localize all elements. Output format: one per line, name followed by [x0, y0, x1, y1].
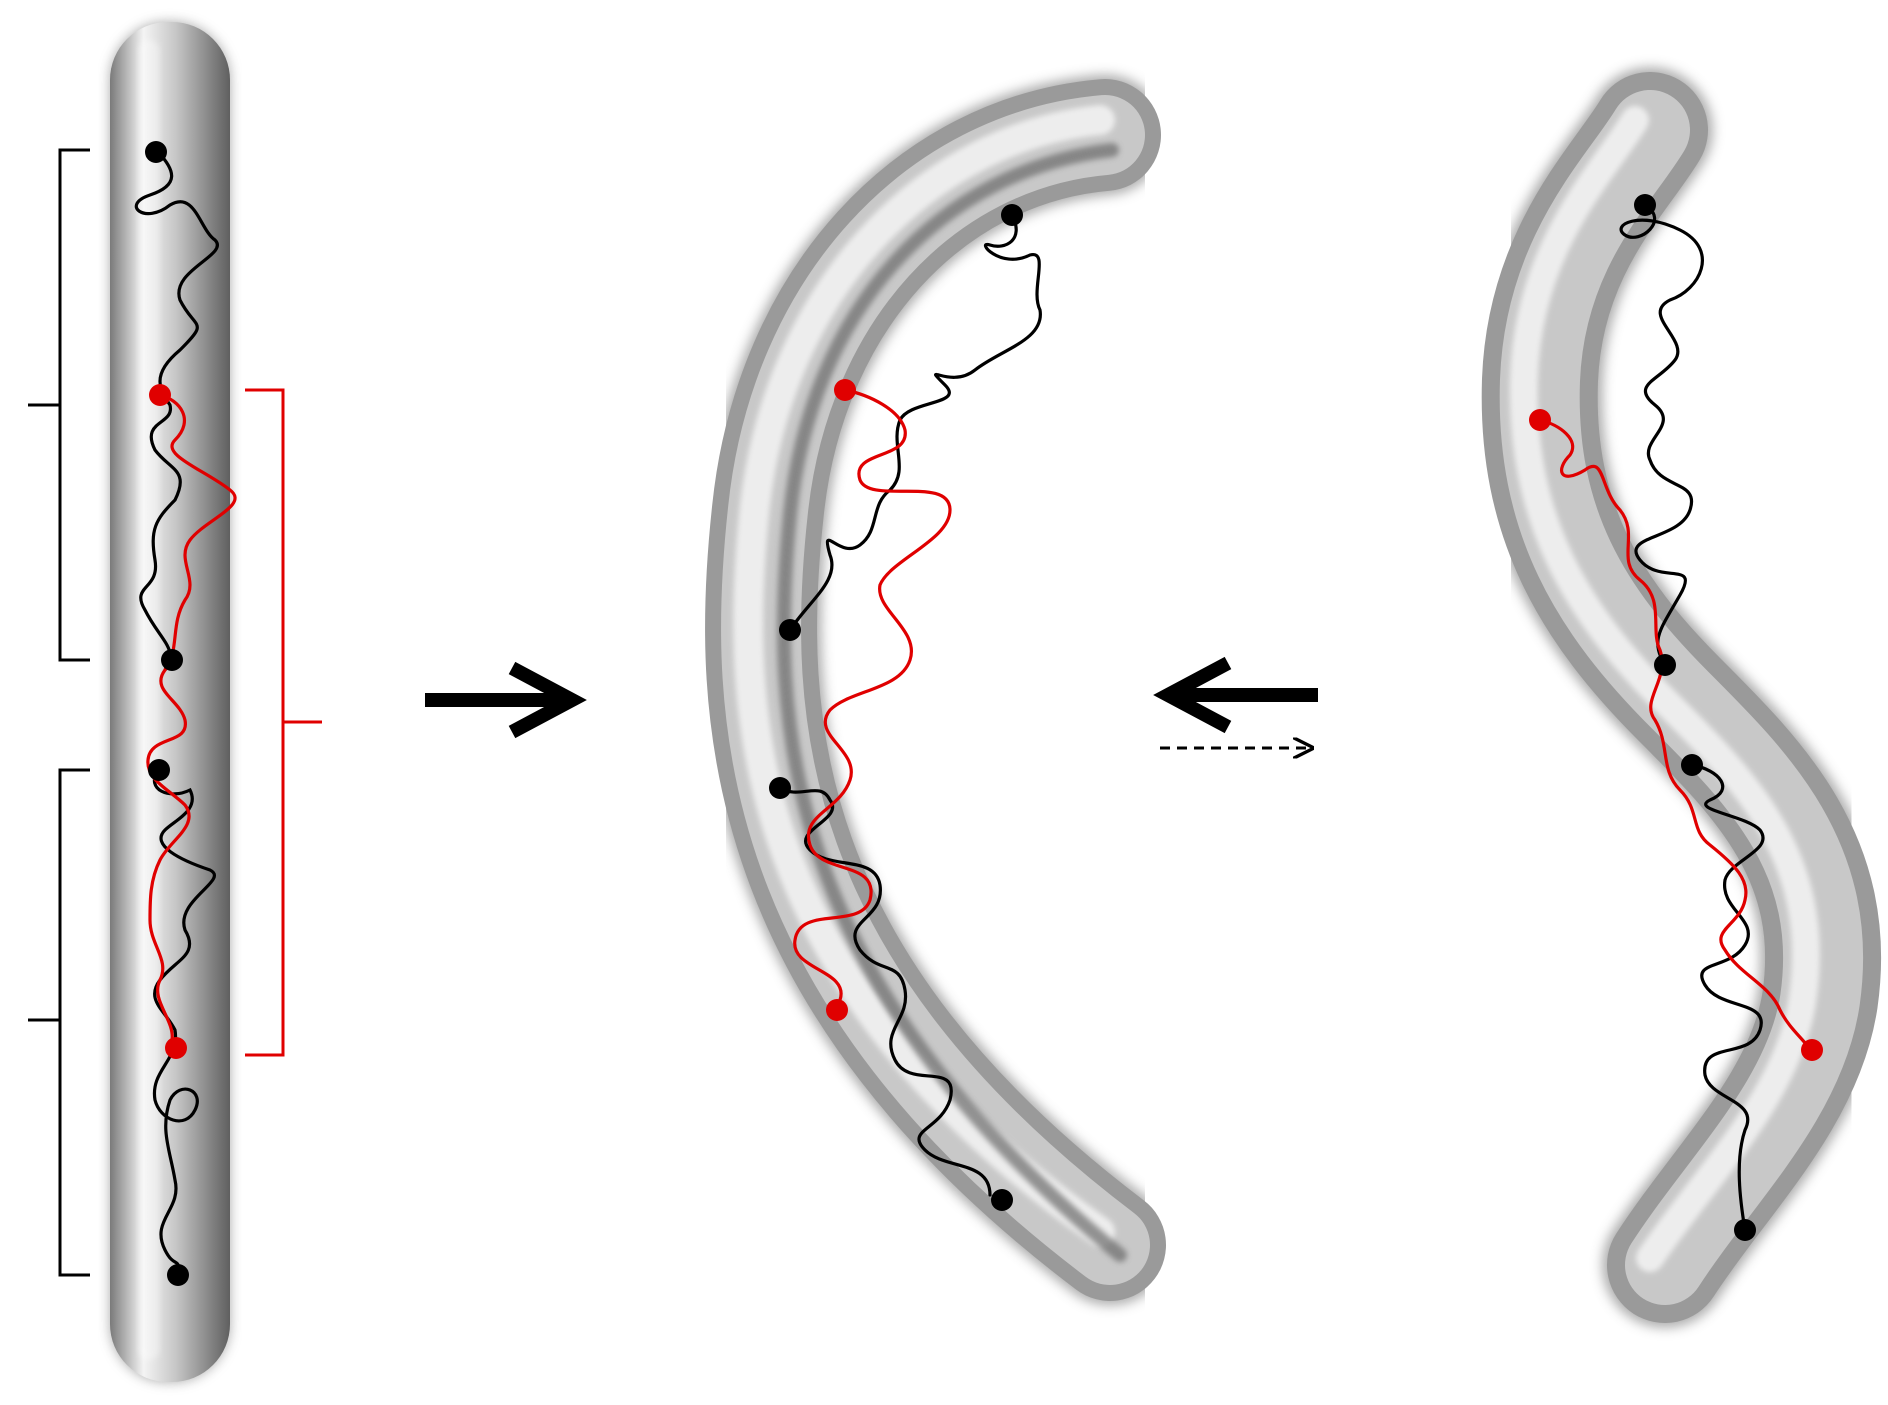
strand-end-black — [1681, 754, 1703, 776]
strand-end-black — [769, 777, 791, 799]
strand-end-black — [1634, 194, 1656, 216]
strand-end-red — [149, 384, 171, 406]
bracket-red — [245, 390, 322, 1055]
strand-end-black — [1001, 204, 1023, 226]
strand-end-black — [145, 141, 167, 163]
strand-end-black — [148, 759, 170, 781]
strand-end-black — [779, 619, 801, 641]
strand-end-black — [161, 649, 183, 671]
strand-end-black — [1654, 654, 1676, 676]
s-curve-rod — [1524, 120, 1823, 1265]
strand-end-red — [1529, 409, 1551, 431]
strand-end-red — [1801, 1039, 1823, 1061]
transition-arrows-reversible — [1160, 663, 1318, 748]
strand-end-black — [167, 1264, 189, 1286]
strand-end-black — [991, 1189, 1013, 1211]
straight-rod — [110, 22, 230, 1382]
bracket-upper-black — [28, 150, 90, 660]
arc-rod-panel — [748, 120, 1120, 1255]
s-curve-rod-panel — [1524, 120, 1823, 1265]
bracket-lower-black — [28, 770, 90, 1275]
strand-end-red — [165, 1037, 187, 1059]
strand-end-black — [1734, 1219, 1756, 1241]
strand-end-red — [826, 999, 848, 1021]
straight-rod-panel — [28, 22, 322, 1382]
strand-end-red — [834, 379, 856, 401]
arc-rod — [748, 120, 1120, 1255]
transition-arrow-right — [425, 668, 572, 732]
